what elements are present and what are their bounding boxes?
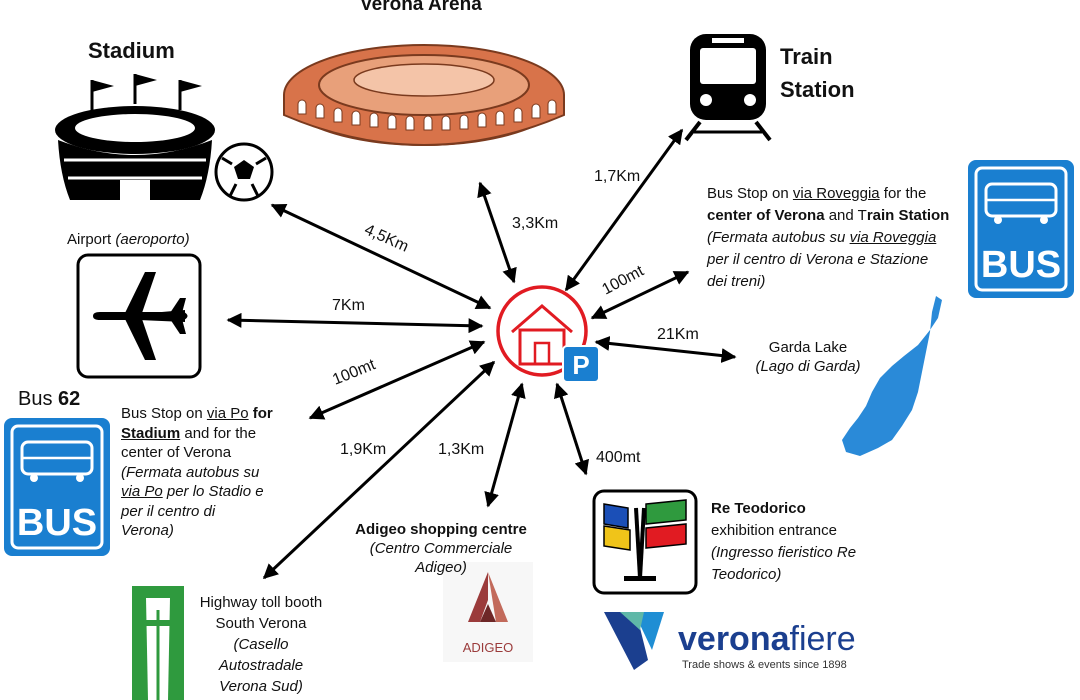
svg-text:BUS: BUS bbox=[981, 244, 1061, 286]
airport-icon bbox=[76, 253, 202, 379]
highway-label: Highway toll booth South Verona (Casello… bbox=[199, 594, 323, 695]
parking-icon: P bbox=[562, 345, 600, 383]
svg-text:ADIGEO: ADIGEO bbox=[463, 640, 514, 655]
distance-adigeo: 1,3Km bbox=[438, 441, 485, 458]
veronafiere-logo: veronafiere Trade shows & events since 1… bbox=[604, 612, 856, 671]
bus-62-label: Bus 62 bbox=[18, 388, 81, 410]
arrow-adigeo bbox=[484, 382, 526, 508]
arrow-teodorico bbox=[554, 382, 589, 476]
svg-text:veronafiere: veronafiere bbox=[678, 620, 856, 658]
adigeo-label: Adigeo shopping centre (Centro Commercia… bbox=[355, 521, 527, 576]
train-title-line2: Station bbox=[780, 77, 855, 102]
svg-text:Trade shows & events since 189: Trade shows & events since 1898 bbox=[682, 659, 847, 671]
bus-sign-po-icon: BUS bbox=[4, 418, 110, 556]
distance-teodorico: 400mt bbox=[596, 449, 641, 466]
stadium-title: Stadium bbox=[88, 38, 175, 63]
exhibition-flags-icon bbox=[592, 489, 698, 595]
svg-text:BUS: BUS bbox=[17, 502, 97, 544]
train-icon bbox=[684, 34, 772, 142]
bus-stop-po-text: Bus Stop on via Po for Stadium and for t… bbox=[121, 405, 273, 539]
train-title-line1: Train bbox=[780, 44, 833, 69]
verona-arena-icon bbox=[283, 44, 565, 146]
bus-sign-roveggia-icon: BUS bbox=[968, 160, 1074, 298]
distance-highway: 1,9Km bbox=[340, 441, 387, 458]
distance-garda: 21Km bbox=[657, 326, 699, 343]
stadium-icon bbox=[55, 74, 215, 200]
arrow-garda bbox=[594, 335, 737, 364]
svg-text:P: P bbox=[572, 350, 589, 380]
arrow-arena bbox=[477, 181, 517, 284]
distance-arena: 3,3Km bbox=[512, 215, 559, 232]
arrow-stadium bbox=[270, 203, 492, 310]
garda-label: Garda Lake (Lago di Garda) bbox=[755, 339, 861, 375]
arrow-highway bbox=[262, 360, 496, 580]
adigeo-logo: ADIGEO bbox=[443, 562, 533, 662]
bus-stop-roveggia-text: Bus Stop on via Roveggia for the center … bbox=[707, 185, 950, 290]
distance-airport: 7Km bbox=[332, 297, 365, 314]
arrow-train bbox=[564, 128, 684, 292]
highway-sign-icon bbox=[132, 586, 184, 700]
football-icon bbox=[214, 142, 274, 202]
distance-train: 1,7Km bbox=[594, 168, 641, 185]
airport-label: Airport (aeroporto) bbox=[67, 231, 190, 248]
garda-lake-icon bbox=[842, 296, 942, 456]
arrow-bus-roveggia bbox=[590, 270, 690, 320]
arrow-airport bbox=[226, 312, 484, 334]
arena-title: Verona Arena bbox=[360, 0, 482, 15]
teodorico-label: Re Teodorico exhibition entrance (Ingres… bbox=[711, 500, 857, 583]
